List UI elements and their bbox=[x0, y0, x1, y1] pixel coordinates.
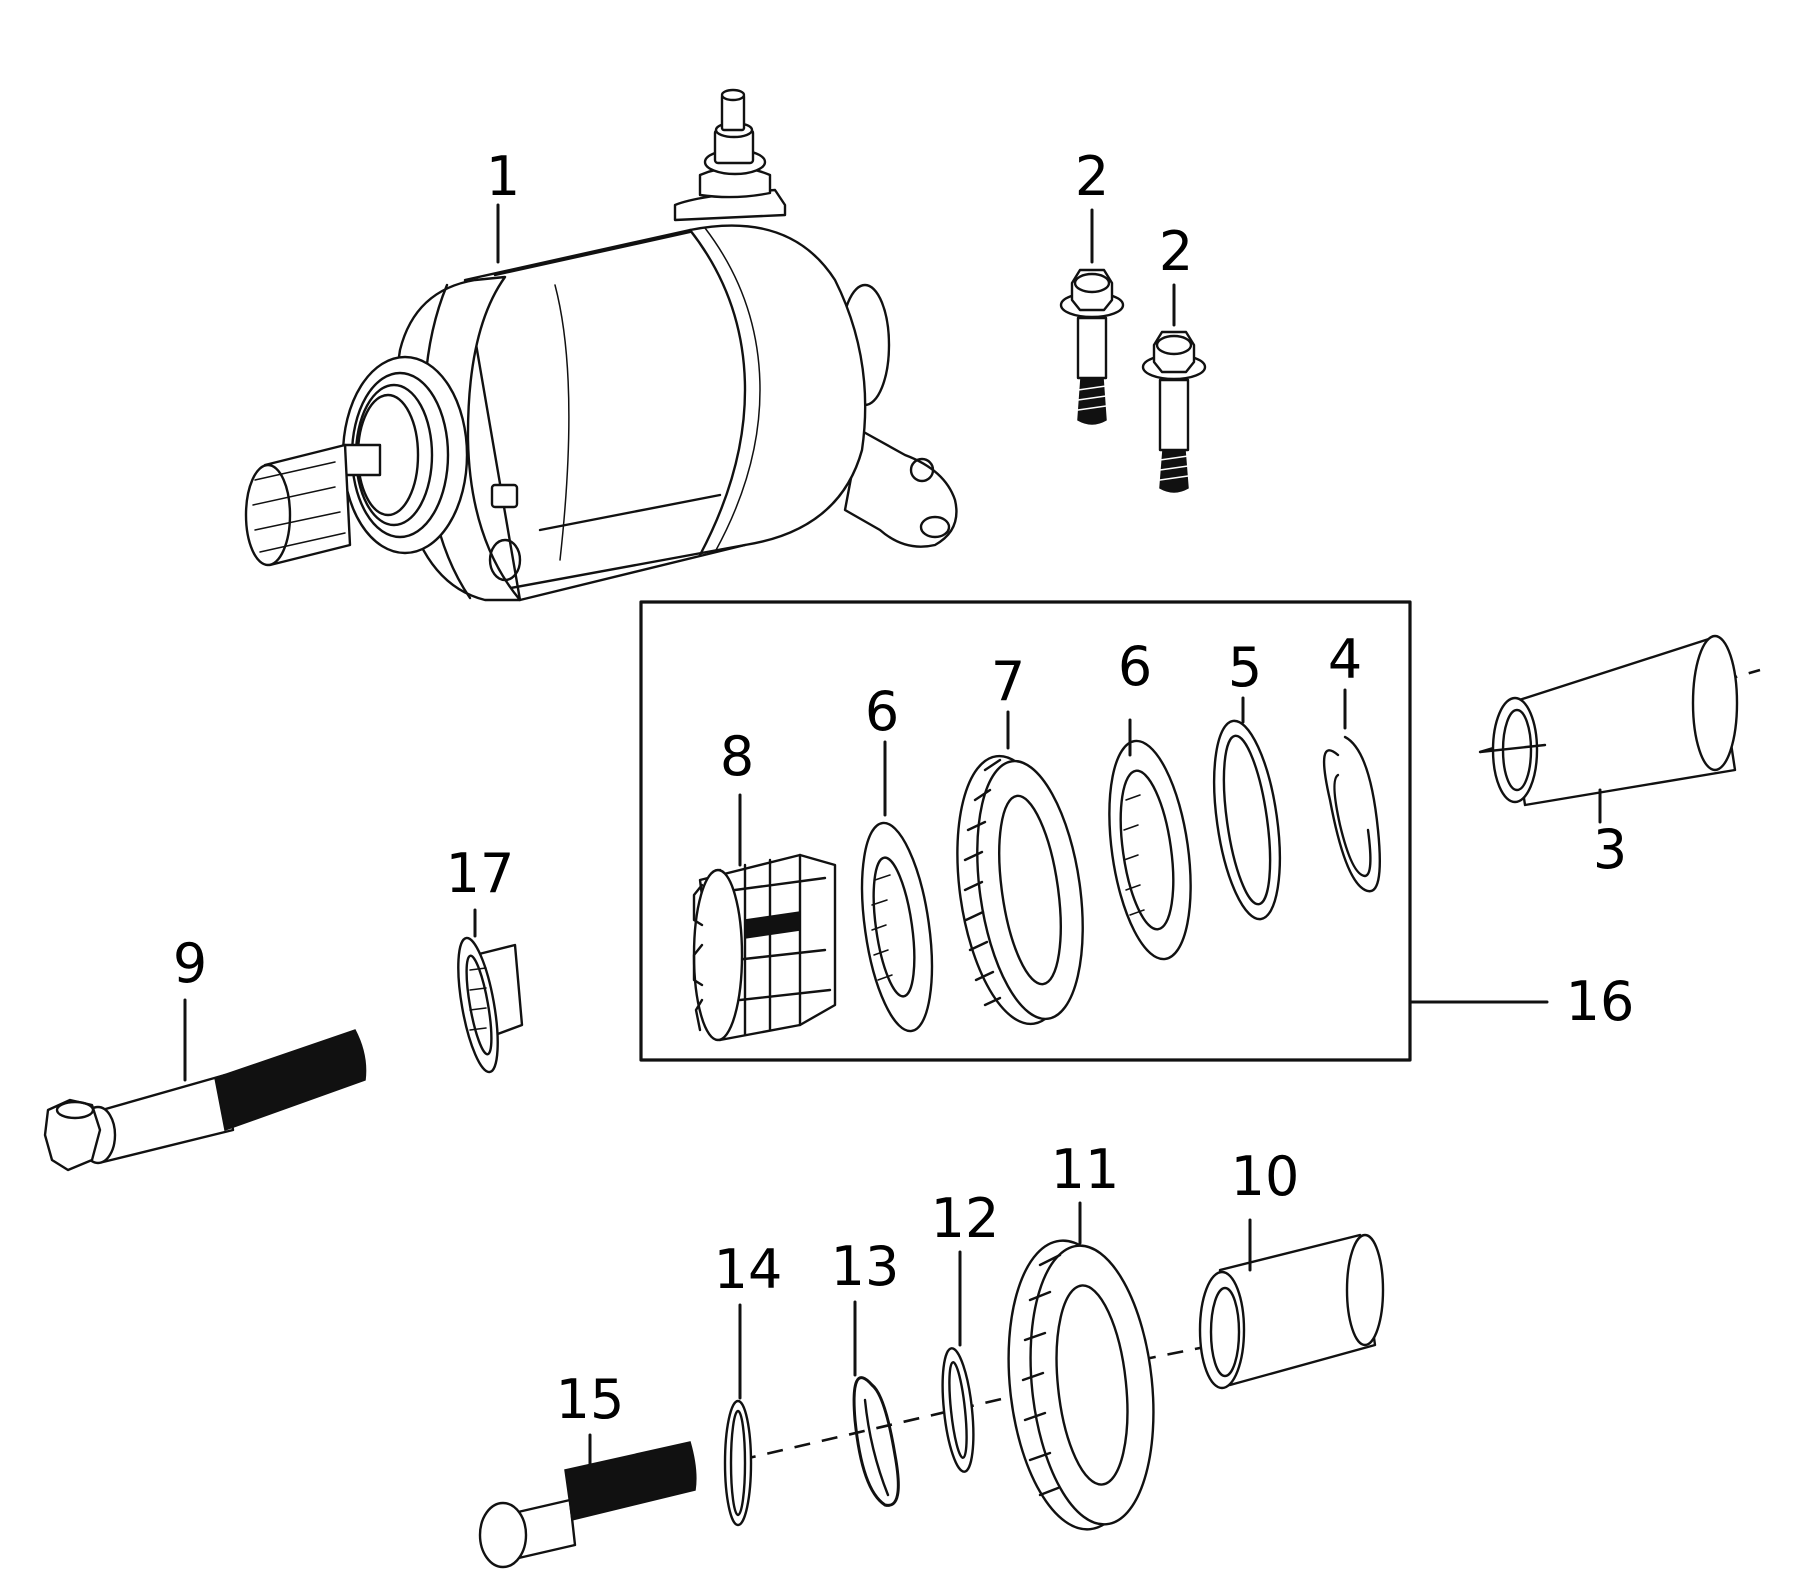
callout-17: 17 bbox=[446, 842, 515, 905]
callout-5: 5 bbox=[1228, 636, 1262, 699]
callout-15: 15 bbox=[556, 1368, 625, 1431]
callout-1: 1 bbox=[486, 145, 520, 208]
gear-bush bbox=[1198, 1233, 1385, 1390]
long-bolt bbox=[43, 1029, 367, 1172]
starter-motor bbox=[244, 88, 958, 602]
leader-lines bbox=[183, 203, 1602, 1482]
callout-13: 13 bbox=[831, 1235, 900, 1298]
thrust-washer-left bbox=[860, 821, 934, 1033]
callout-14: 14 bbox=[714, 1238, 783, 1301]
mounting-bolt-b bbox=[1141, 330, 1207, 493]
thrust-washer-right bbox=[1108, 739, 1192, 961]
callout-3: 3 bbox=[1593, 818, 1627, 881]
callout-7: 7 bbox=[991, 650, 1025, 713]
callout-2b: 2 bbox=[1159, 220, 1193, 283]
snap-ring bbox=[1322, 735, 1381, 893]
pinion-gear bbox=[692, 853, 837, 1042]
callout-4: 4 bbox=[1328, 628, 1362, 691]
callout-16: 16 bbox=[1566, 970, 1635, 1033]
flat-washer bbox=[1212, 719, 1282, 921]
ring-gear bbox=[956, 754, 1084, 1026]
idler-gear bbox=[1007, 1239, 1155, 1531]
mounting-bolt-a bbox=[1059, 268, 1125, 425]
callout-6b: 6 bbox=[1118, 635, 1152, 698]
callout-labels: 1 2 2 3 4 5 6 7 6 8 17 9 16 11 10 12 14 … bbox=[173, 145, 1635, 1431]
callout-10: 10 bbox=[1231, 1145, 1300, 1208]
small-washer bbox=[941, 1347, 975, 1473]
callout-2a: 2 bbox=[1075, 145, 1109, 208]
lower-bolt bbox=[478, 1441, 697, 1569]
assembly-box bbox=[639, 600, 1412, 1062]
callout-11: 11 bbox=[1051, 1138, 1120, 1201]
callout-8: 8 bbox=[720, 725, 754, 788]
callout-6a: 6 bbox=[865, 680, 899, 743]
o-ring bbox=[723, 1399, 753, 1527]
callout-9: 9 bbox=[173, 932, 207, 995]
sleeve bbox=[1478, 634, 1761, 807]
circlip bbox=[852, 1376, 900, 1507]
callout-12: 12 bbox=[931, 1187, 1000, 1250]
flanged-bushing bbox=[457, 936, 524, 1074]
